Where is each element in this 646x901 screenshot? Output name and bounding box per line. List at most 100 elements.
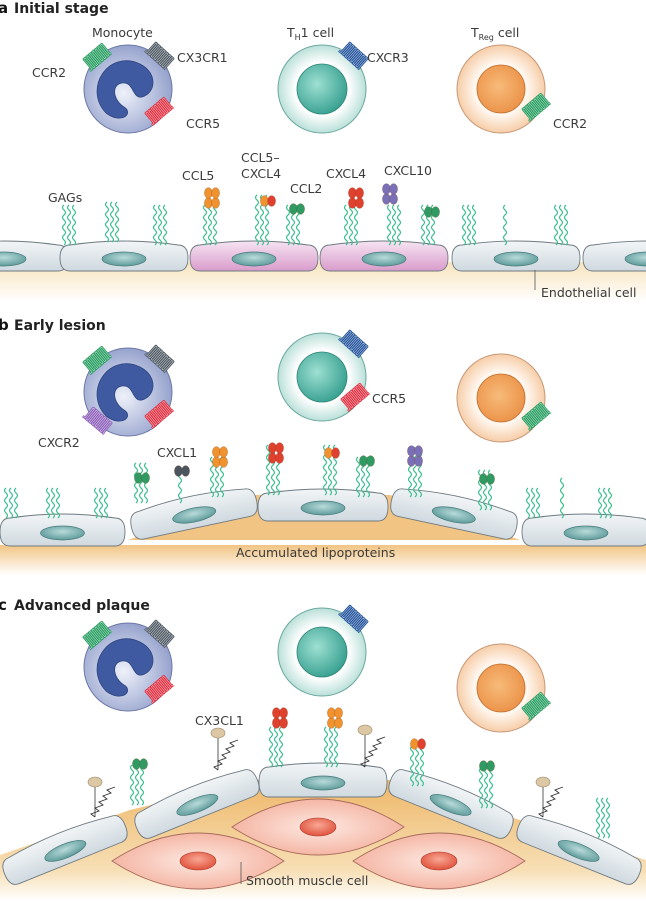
- treg-cell: [456, 353, 552, 443]
- ccr2-receptor-icon: [521, 401, 552, 431]
- panel-c-title: Advanced plaque: [14, 598, 150, 614]
- smooth-muscle-nucleus: [299, 817, 337, 837]
- treg-nucleus: [476, 373, 526, 423]
- endothelial-nucleus: [44, 840, 87, 862]
- cx3cl1-chemokine-icon: [357, 724, 386, 768]
- gag-chain-icon: [323, 726, 339, 768]
- endothelial-layer: [0, 240, 646, 272]
- cxcl4-label: CXCL4: [326, 166, 366, 181]
- monocyte-label: Monocyte: [92, 25, 153, 40]
- endothelial-cell-label: Endothelial cell: [541, 285, 636, 300]
- panel-b-title: Early lesion: [14, 318, 106, 334]
- monocyte: [82, 619, 175, 712]
- ccl2-label: CCL2: [290, 181, 322, 196]
- gag-chain-icon: [559, 477, 565, 519]
- monocyte-nucleus: [96, 60, 154, 119]
- gag-chains: [61, 194, 569, 246]
- gag-chain-icon: [595, 797, 611, 839]
- endothelial-nucleus: [0, 251, 27, 267]
- endothelial-nucleus: [624, 251, 646, 267]
- lipoprotein-area: [0, 545, 646, 575]
- cxcl10-label: CXCL10: [384, 163, 432, 178]
- endothelial-nucleus: [361, 251, 407, 267]
- endothelial-nucleus: [40, 525, 85, 541]
- gag-chain-icon: [3, 487, 19, 519]
- ccl5-chemokine-icon: [327, 707, 343, 729]
- leukocytes: [82, 604, 552, 733]
- chemokines: [134, 442, 495, 485]
- monocyte: [82, 41, 175, 134]
- th1-cell: [277, 604, 369, 697]
- endothelial-cell: [130, 488, 258, 540]
- ccr2-receptor-icon: [82, 620, 113, 650]
- cxcl4-chemokine-icon: [272, 707, 288, 729]
- gag-chain-icon: [553, 204, 569, 246]
- ccl5-cxcl4-heterodimer-icon: [324, 447, 340, 459]
- cxcr3-receptor-icon: [338, 41, 369, 71]
- monocyte: [81, 344, 175, 437]
- endothelial-nucleus: [231, 251, 277, 267]
- cxcl10-chemokine-icon: [382, 183, 398, 205]
- panel-b: b Early lesion CXCR2 CCR5 CXCL1 Accumula…: [0, 316, 646, 575]
- ccl5-label: CCL5: [182, 168, 214, 183]
- treg-cell: [456, 44, 552, 134]
- accumulated-lipoproteins-label: Accumulated lipoproteins: [236, 545, 395, 560]
- gag-chain-icon: [202, 204, 218, 246]
- cx3cl1-chemokine-icon: [210, 727, 239, 771]
- gag-chain-icon: [152, 204, 168, 246]
- cxcr2-label: CXCR2: [38, 435, 80, 450]
- treg-cell: [456, 643, 552, 733]
- ccl2-chemokine-icon: [134, 472, 150, 484]
- ccl2-chemokine-icon: [289, 203, 305, 215]
- gag-chain-icon: [597, 487, 613, 519]
- smooth-muscle-cell: [352, 832, 526, 890]
- th1-nucleus: [296, 351, 348, 403]
- panel-c-letter: c: [0, 596, 7, 614]
- leukocytes: [82, 41, 552, 134]
- smooth-muscle-nucleus: [420, 851, 458, 871]
- gag-chain-icon: [343, 204, 359, 246]
- gag-chain-icon: [45, 487, 61, 519]
- ccr5-receptor-icon: [144, 674, 175, 704]
- endothelial-nucleus: [300, 500, 346, 516]
- cx3cr1-receptor-icon: [144, 619, 175, 649]
- endothelial-cell: [451, 240, 581, 272]
- cxcr3-receptor-icon: [338, 604, 369, 634]
- treg-ccr2-label: CCR2: [553, 116, 587, 131]
- th1-cell: [277, 329, 371, 422]
- ccr5-receptor-icon: [144, 96, 175, 126]
- endothelial-nucleus: [300, 775, 346, 791]
- gag-chain-icon: [502, 204, 508, 246]
- endothelial-cell: [0, 240, 69, 272]
- smooth-muscle-cell-label: Smooth muscle cell: [246, 873, 368, 888]
- treg-nucleus: [476, 663, 526, 713]
- cxcr3-label: CXCR3: [367, 50, 409, 65]
- endothelial-nucleus: [101, 251, 147, 267]
- gag-chain-icon: [525, 487, 541, 519]
- cx3cr1-receptor-icon: [144, 344, 175, 374]
- cx3cl1-chemokine-icon: [87, 776, 116, 818]
- gag-chain-icon: [478, 767, 494, 809]
- endothelial-nucleus: [493, 251, 539, 267]
- ccl2-chemokine-icon: [479, 473, 495, 485]
- gags-label: GAGs: [48, 190, 82, 205]
- panel-a: a Initial stage Monocyte CCR2 CX3CR1 CCR…: [0, 0, 646, 302]
- ccl5-cxcl4-label-2: CXCL4: [241, 166, 281, 181]
- ccl2-chemokine-icon: [359, 455, 375, 467]
- ccl2-chemokine-icon: [132, 758, 148, 770]
- chemokines: [87, 707, 564, 818]
- endothelial-nucleus: [429, 794, 472, 816]
- smooth-muscle-cell: [231, 798, 405, 856]
- treg-nucleus: [476, 64, 526, 114]
- endothelial-cell: [388, 769, 514, 839]
- activated-endothelial-cell: [319, 240, 449, 272]
- endothelial-cell: [390, 488, 518, 540]
- ccl5-cxcl4-heterodimer-icon: [260, 195, 276, 207]
- cx3cl1-label: CX3CL1: [195, 713, 244, 728]
- endothelial-cell: [516, 815, 642, 885]
- ccl2-chemokine-icon: [479, 760, 495, 772]
- cxcl4-chemokine-icon: [268, 442, 284, 464]
- cx3cl1-head-icon: [357, 724, 373, 736]
- panel-a-letter: a: [0, 0, 8, 17]
- endothelial-cell: [2, 815, 128, 885]
